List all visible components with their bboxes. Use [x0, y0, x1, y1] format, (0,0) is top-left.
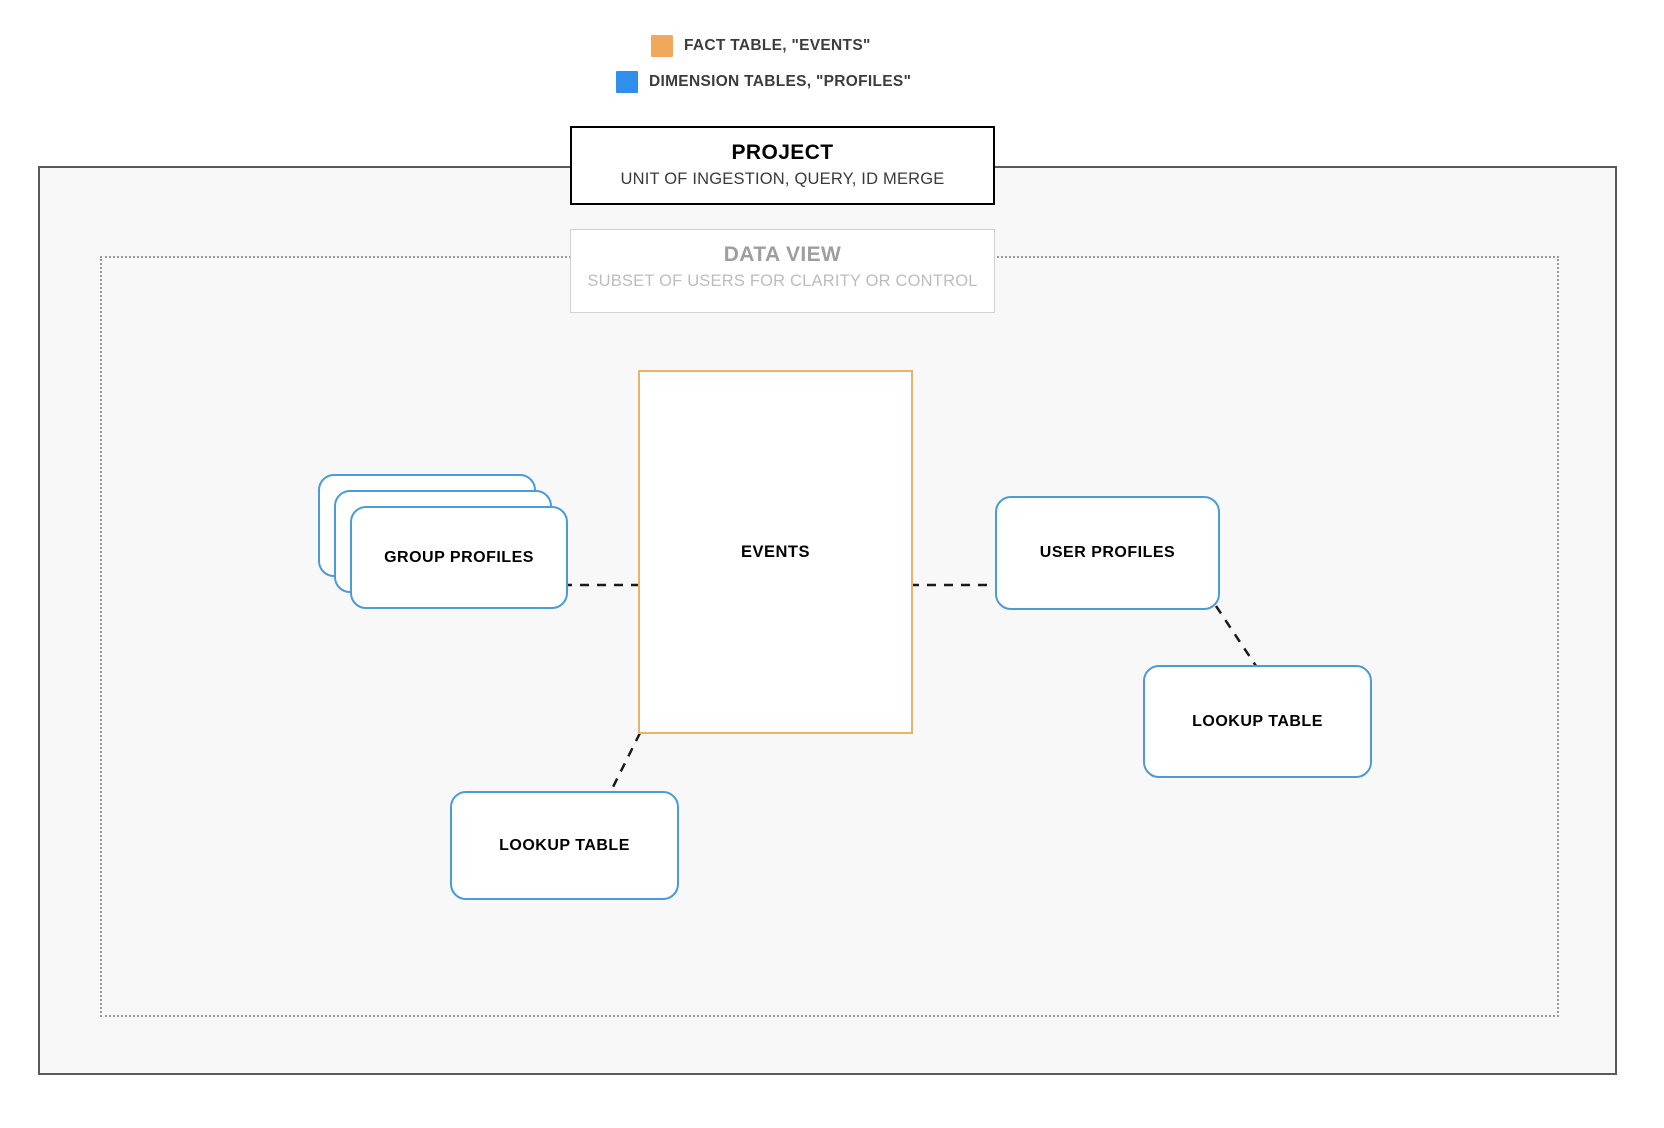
project-title: PROJECT [731, 141, 834, 164]
node-label-user-profiles: USER PROFILES [1039, 544, 1176, 561]
legend-label-fact-table: FACT TABLE, "EVENTS" [684, 37, 871, 54]
node-group-profiles-stack[interactable]: GROUP PROFILES [318, 474, 568, 609]
node-events-fact-table[interactable]: EVENTS [638, 370, 913, 734]
orange-square-swatch [651, 35, 673, 57]
node-user-profiles[interactable]: USER PROFILES [995, 496, 1220, 610]
project-header-box[interactable]: PROJECT UNIT OF INGESTION, QUERY, ID MER… [570, 126, 995, 205]
legend-label-dimension-tables: DIMENSION TABLES, "PROFILES" [649, 73, 912, 90]
group-profiles-stack-card-front[interactable]: GROUP PROFILES [350, 506, 568, 609]
node-label-group-profiles: GROUP PROFILES [384, 548, 534, 566]
blue-square-swatch [616, 71, 638, 93]
data-view-subtitle: SUBSET OF USERS FOR CLARITY OR CONTROL [587, 272, 978, 291]
connector-group-profiles-to-events [563, 583, 641, 587]
node-label-lookup-table-left: LOOKUP TABLE [499, 836, 630, 854]
connector-user-profiles-to-lookup-table-right [1214, 605, 1262, 673]
legend-item-dimension-tables: DIMENSION TABLES, "PROFILES" [616, 71, 911, 93]
connector-events-to-lookup-table-left [607, 732, 642, 796]
node-label-events: EVENTS [740, 542, 811, 561]
project-subtitle: UNIT OF INGESTION, QUERY, ID MERGE [620, 170, 945, 189]
legend-item-fact-table: FACT TABLE, "EVENTS" [651, 35, 871, 57]
node-lookup-table-right[interactable]: LOOKUP TABLE [1143, 665, 1372, 778]
node-lookup-table-left[interactable]: LOOKUP TABLE [450, 791, 679, 900]
data-view-title: DATA VIEW [723, 243, 842, 266]
data-view-header-box[interactable]: DATA VIEW SUBSET OF USERS FOR CLARITY OR… [570, 229, 995, 313]
node-label-lookup-table-right: LOOKUP TABLE [1192, 712, 1323, 730]
connector-events-to-user-profiles [910, 583, 998, 587]
